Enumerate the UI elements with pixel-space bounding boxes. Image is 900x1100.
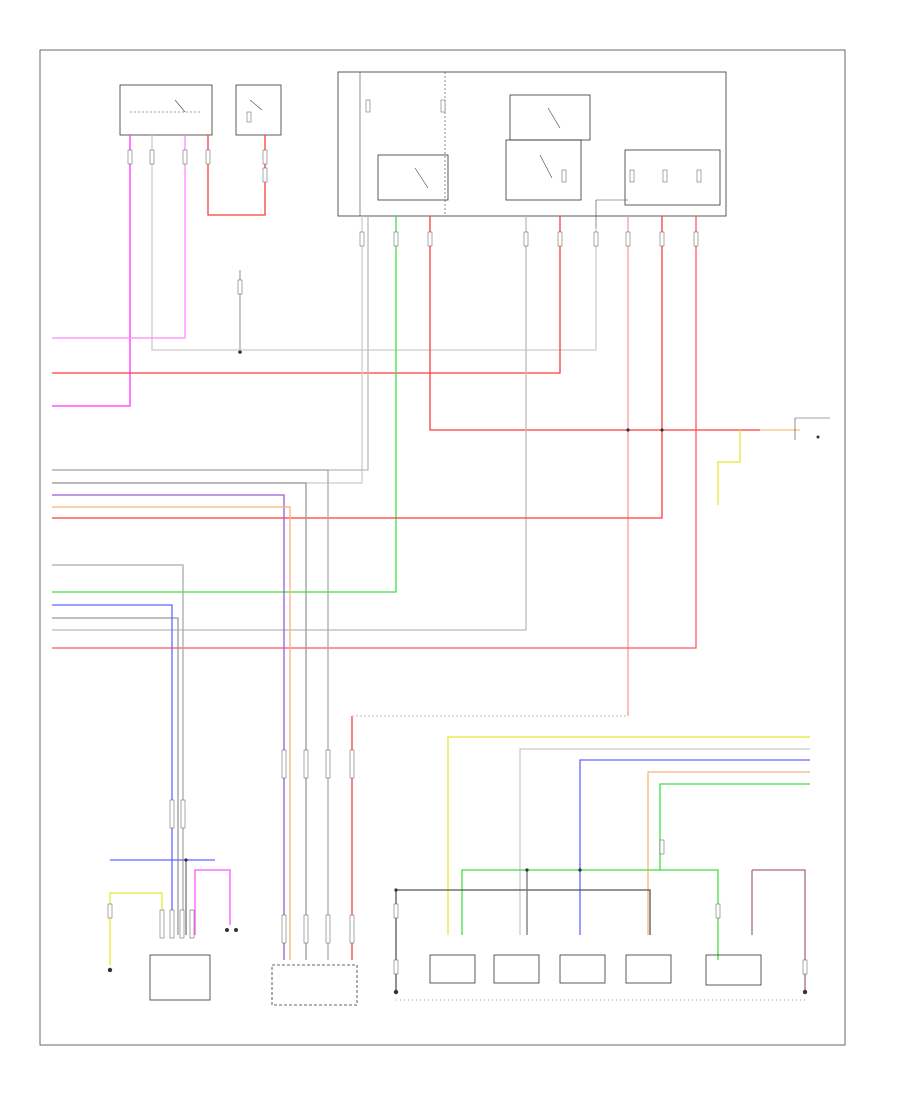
diagram-frame [39,49,846,1046]
wire-blue-left [52,604,173,935]
wire-grey-relay-2 [52,216,369,471]
wire-magenta-1 [52,135,131,407]
wire-orange-left [52,506,291,960]
wire-magenta-bl [194,869,231,935]
bottom-modules [107,909,808,1006]
wire-black-harness [396,889,651,935]
right-connector [794,417,830,440]
wire-orange-harness [647,771,810,935]
wire-purple-left [52,494,285,960]
wire-green-harness-2 [660,869,719,960]
top-left-switch-assembly [119,84,282,136]
wire-grey-conn-1 [52,564,184,935]
wire-grey-left-2 [52,482,307,960]
wire-green-harness [461,783,810,935]
wire-red-upper [52,216,561,374]
relay-box [337,71,727,228]
module-left-control [149,954,211,1001]
wire-red-3 [52,216,663,519]
wire-red-1 [207,135,266,216]
injector-modules [429,954,762,986]
wire-yellow-harness [447,736,810,935]
wire-magenta-2 [52,135,186,339]
wire-yellow-right [717,430,741,505]
wire-grey-mid [52,216,527,631]
splices [184,428,664,892]
connector-pins [107,149,808,975]
wire-red-4 [52,216,697,649]
wire-yellow-bl [109,892,163,965]
wire-grey-conn-2 [52,617,179,935]
wires [52,135,810,992]
module-center-sensor [271,964,358,1006]
wire-pink-1 [151,135,597,351]
wire-red-main [429,216,760,431]
wire-grey-left-1 [52,469,329,960]
wire-blue-harness [579,759,810,935]
wire-green [52,216,397,593]
wire-grey-harness [519,748,810,935]
wire-magenta-right [752,869,806,992]
